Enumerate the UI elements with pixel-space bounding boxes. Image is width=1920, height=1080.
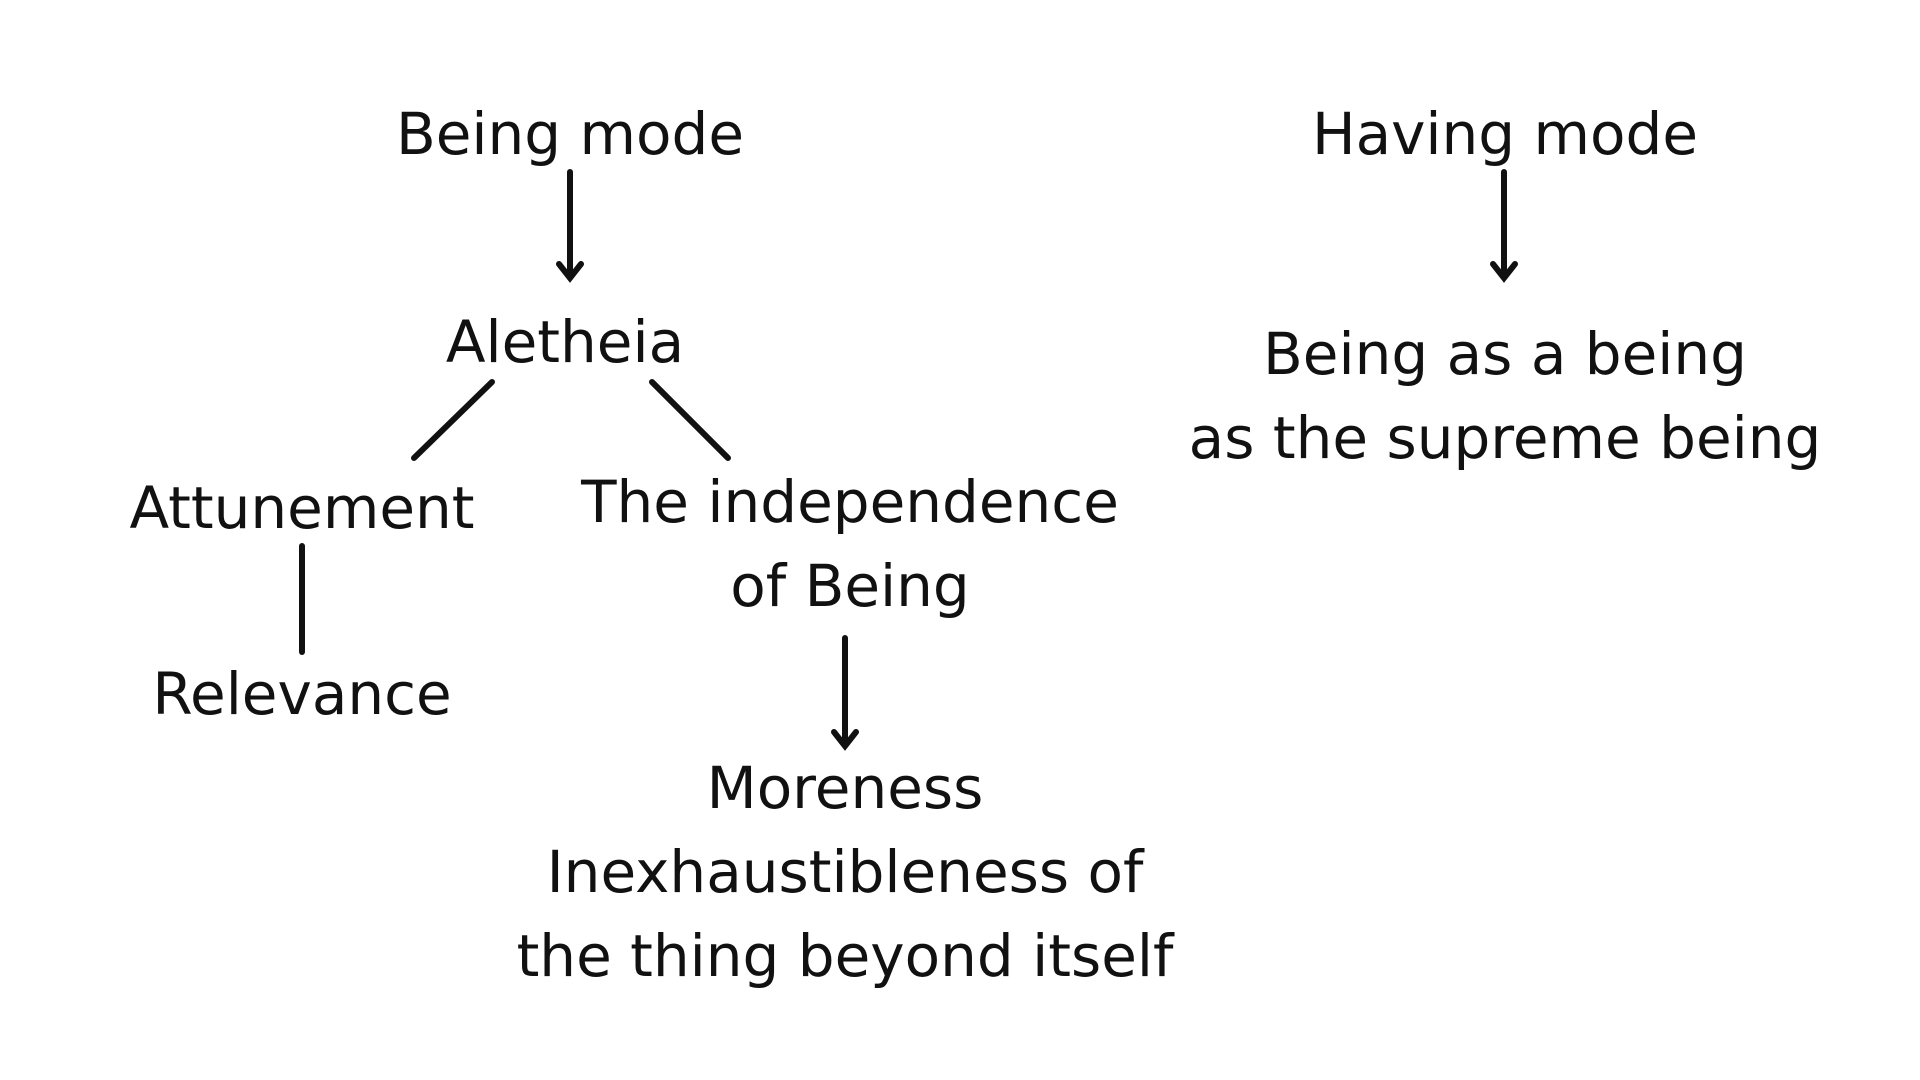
node-relevance: Relevance [130, 652, 474, 736]
arrow-head [556, 261, 584, 283]
node-independence-line-1: The independence [581, 468, 1119, 536]
node-having-mode: Having mode [1300, 92, 1710, 176]
edge-independence-to-moreness [831, 635, 859, 751]
node-attunement-label: Attunement [129, 474, 475, 542]
arrow-head [831, 729, 859, 751]
node-moreness-line-2: Inexhaustibleness of [546, 838, 1144, 906]
node-aletheia-label: Aletheia [445, 308, 685, 376]
node-independence-of-being: The independence of Being [560, 460, 1140, 628]
node-relevance-label: Relevance [152, 660, 452, 728]
edge-aletheia-to-independence [649, 379, 731, 461]
arrow-head [1490, 261, 1518, 283]
edge-having-mode-to-being-as-being [1490, 169, 1518, 283]
node-being-mode: Being mode [370, 92, 770, 176]
node-moreness-line-3: the thing beyond itself [516, 922, 1174, 990]
node-having-mode-label: Having mode [1311, 100, 1699, 168]
node-moreness: Moreness Inexhaustibleness of the thing … [505, 746, 1185, 998]
node-being-mode-label: Being mode [395, 100, 745, 168]
node-being-as-a-being: Being as a being as the supreme being [1170, 312, 1840, 480]
node-aletheia: Aletheia [415, 300, 715, 384]
edge-being-mode-to-aletheia [556, 169, 584, 283]
node-independence-line-2: of Being [730, 552, 970, 620]
node-moreness-line-1: Moreness [706, 754, 984, 822]
edge-aletheia-to-attunement [411, 379, 495, 461]
node-attunement: Attunement [110, 466, 494, 550]
node-being-as-being-line-1: Being as a being [1263, 320, 1747, 388]
node-being-as-being-line-2: as the supreme being [1188, 404, 1822, 472]
